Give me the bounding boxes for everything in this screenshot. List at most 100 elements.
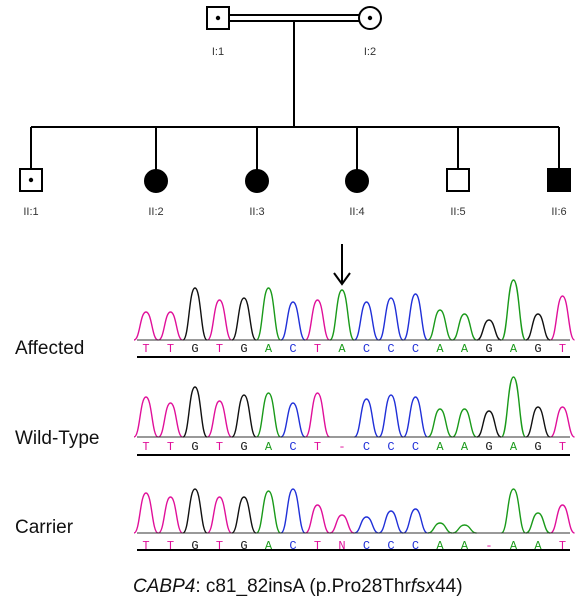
trace-peak [403, 508, 428, 534]
trace-peak [255, 287, 282, 341]
trace-peak [231, 394, 257, 438]
row-label-affected: Affected [15, 338, 84, 359]
base-call: C [363, 440, 370, 454]
base-call: T [142, 539, 149, 553]
base-call: - [485, 539, 492, 553]
trace-peak [550, 406, 575, 438]
pedigree-individual-II5[interactable]: II:5 [446, 168, 470, 218]
pedigree-tree: I:1 I:2 II:1 II:2 [19, 6, 571, 218]
trace-peak [549, 295, 576, 341]
trace-peak [206, 496, 233, 534]
female-symbol-affected [144, 169, 168, 193]
individual-label-II5: II:5 [450, 206, 465, 218]
pedigree-individual-II4[interactable]: II:4 [345, 169, 369, 218]
base-call: C [289, 539, 296, 553]
trace-peak [231, 496, 257, 534]
base-call: C [412, 440, 419, 454]
trace-peak [231, 297, 257, 341]
base-call: C [363, 539, 370, 553]
base-call: A [265, 440, 273, 454]
base-call: A [265, 539, 273, 553]
base-call: T [314, 539, 321, 553]
trace-peak [329, 289, 355, 341]
trace-peak [452, 524, 477, 534]
base-call: C [363, 342, 370, 356]
pedigree-individual-II1[interactable]: II:1 [19, 168, 43, 218]
caption-variant: : c81_82insA (p.Pro28Thr [195, 576, 411, 597]
pedigree-individual-II3[interactable]: II:3 [245, 169, 269, 218]
base-call: G [191, 440, 198, 454]
base-call: C [412, 342, 419, 356]
trace-peak [353, 398, 380, 438]
trace-affected [133, 279, 576, 341]
base-call: G [191, 342, 198, 356]
base-call: G [485, 342, 492, 356]
trace-peak [378, 510, 404, 534]
pedigree-individual-II6[interactable]: II:6 [547, 168, 571, 218]
trace-peak [280, 301, 306, 341]
trace-peak [354, 516, 379, 534]
base-call: T [559, 539, 566, 553]
base-call: T [167, 440, 174, 454]
trace-peak [378, 394, 404, 438]
base-call: G [240, 440, 247, 454]
trace-peak [427, 408, 453, 438]
individual-label-II4: II:4 [349, 206, 364, 218]
base-call: C [412, 539, 419, 553]
trace-peak [500, 376, 527, 438]
trace-peak [402, 293, 429, 341]
trace-peak [158, 311, 183, 341]
base-call: C [387, 539, 394, 553]
base-call: T [314, 440, 321, 454]
base-call: A [461, 539, 469, 553]
caption-end: 44) [435, 576, 462, 597]
row-label-wild-type: Wild-Type [15, 428, 99, 449]
individual-label-II6: II:6 [551, 206, 566, 218]
trace-peak [500, 488, 527, 534]
individual-label-II3: II:3 [249, 206, 264, 218]
trace-peak [255, 490, 282, 534]
base-call: A [461, 342, 469, 356]
trace-peak [304, 299, 331, 341]
base-call: A [338, 342, 346, 356]
trace-peak [305, 504, 330, 534]
base-call: A [436, 342, 444, 356]
trace-peak [182, 287, 208, 341]
base-call: T [559, 342, 566, 356]
trace-peak [525, 512, 551, 534]
individual-label-II2: II:2 [148, 206, 163, 218]
base-call: G [534, 440, 541, 454]
base-call: A [510, 440, 518, 454]
trace-peak [280, 402, 306, 438]
base-call: C [289, 342, 296, 356]
base-call: T [216, 342, 223, 356]
caption-fs: fsx [411, 576, 437, 597]
trace-peak [378, 297, 404, 341]
base-call: G [240, 342, 247, 356]
base-call: T [167, 539, 174, 553]
base-call: C [289, 440, 296, 454]
trace-peak [476, 410, 502, 438]
trace-peak [353, 301, 380, 341]
trace-peak [304, 392, 331, 438]
trace-peak [427, 522, 453, 534]
female-symbol-affected [345, 169, 369, 193]
trace-peak [255, 392, 282, 438]
pedigree-individual-I2[interactable]: I:2 [358, 6, 382, 58]
base-call: C [387, 342, 394, 356]
trace-peak [329, 514, 355, 534]
pedigree-individual-II2[interactable]: II:2 [144, 169, 168, 218]
base-call: T [142, 342, 149, 356]
trace-peak [402, 396, 429, 438]
base-call: C [387, 440, 394, 454]
trace-peak [427, 309, 453, 341]
base-call: T [559, 440, 566, 454]
trace-peak [133, 396, 159, 438]
pedigree-individual-I1[interactable]: I:1 [206, 6, 230, 58]
base-call: - [338, 440, 345, 454]
